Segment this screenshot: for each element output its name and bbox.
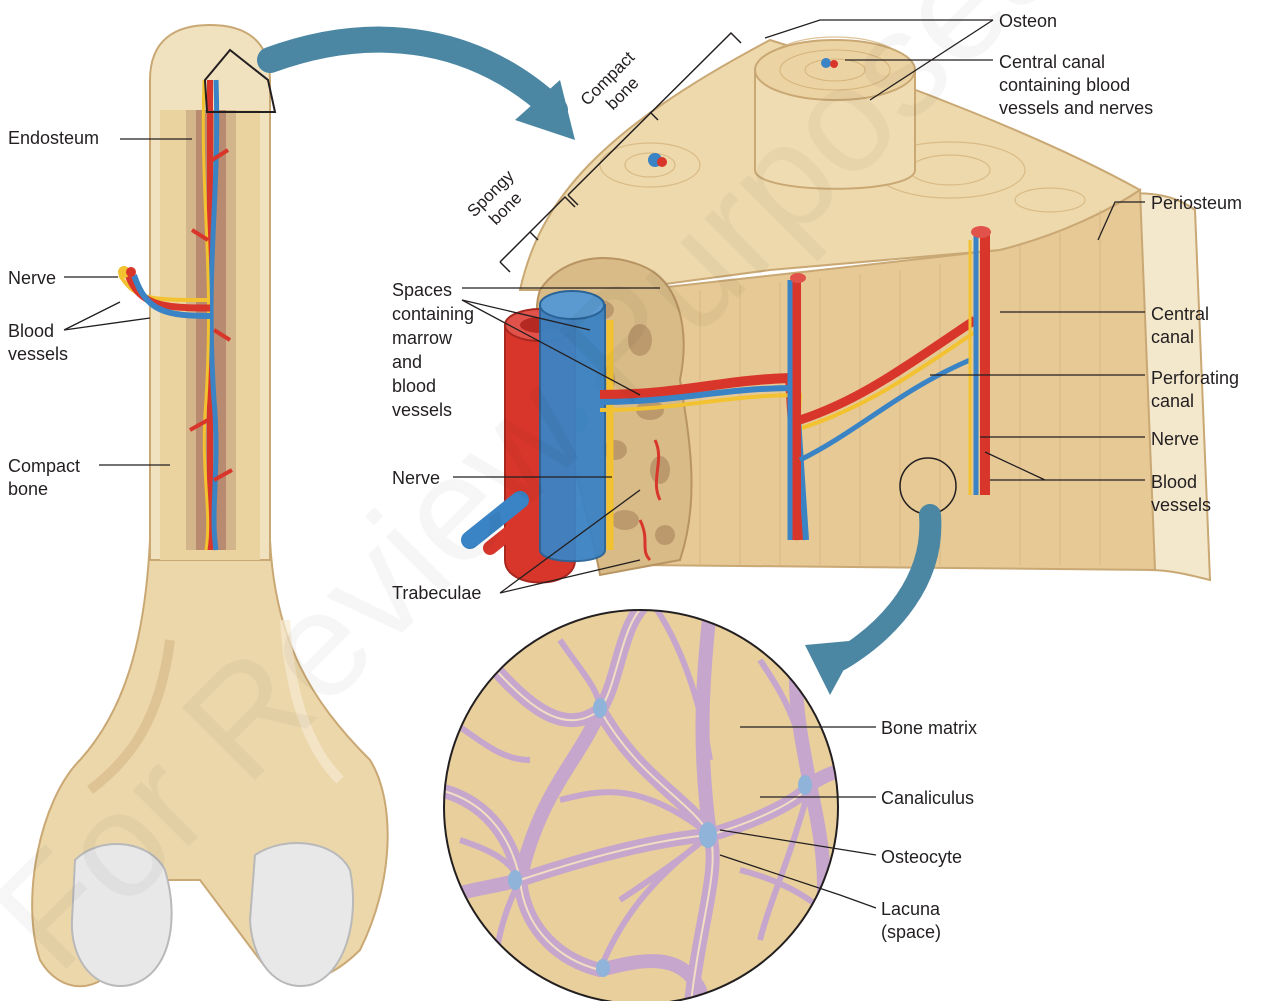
long-bone-figure (32, 25, 388, 986)
label-blood-vessels-left: Blood vessels (8, 320, 68, 366)
label-nerve-left: Nerve (8, 267, 56, 290)
zoom-arrow-top (270, 40, 555, 110)
label-osteocyte: Osteocyte (881, 846, 962, 869)
articular-cartilage-left (72, 844, 172, 986)
label-endosteum: Endosteum (8, 127, 99, 150)
label-periosteum: Periosteum (1151, 192, 1242, 215)
label-central-canal: Central canal (1151, 303, 1209, 349)
label-osteon: Osteon (999, 10, 1057, 33)
label-bone-matrix: Bone matrix (881, 717, 977, 740)
articular-cartilage-right (250, 843, 353, 986)
label-central-canal-top: Central canal containing blood vessels a… (999, 51, 1153, 120)
label-spaces-marrow: Spaces containing marrow and blood vesse… (392, 278, 474, 422)
label-nerve-right: Nerve (1151, 428, 1199, 451)
label-blood-vessels-right: Blood vessels (1151, 471, 1211, 517)
magnified-bone-tissue (430, 600, 860, 1001)
label-canaliculus: Canaliculus (881, 787, 974, 810)
label-lacuna: Lacuna (space) (881, 898, 941, 944)
label-nerve-mid: Nerve (392, 467, 440, 490)
osteocyte-cell (699, 822, 717, 848)
label-compact-bone-left: Compact bone (8, 455, 80, 501)
label-trabeculae: Trabeculae (392, 582, 481, 605)
label-perforating-canal: Perforating canal (1151, 367, 1239, 413)
